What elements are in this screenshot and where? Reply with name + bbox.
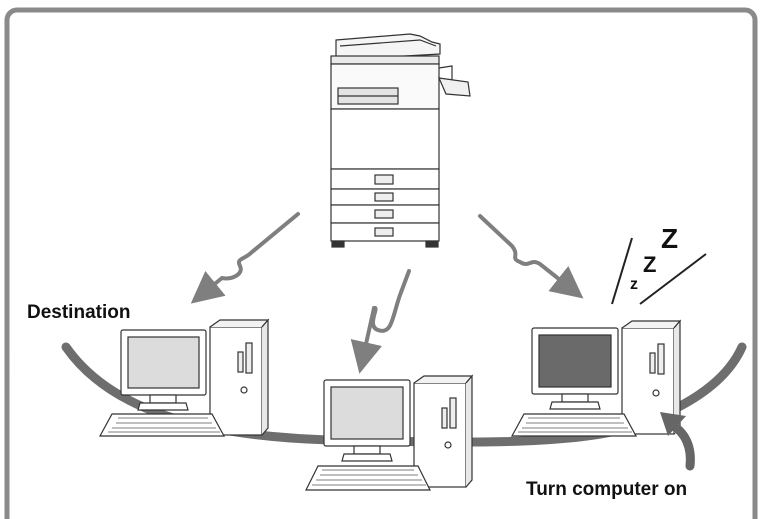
computer-icon <box>100 320 268 436</box>
destination-label: Destination <box>27 302 130 324</box>
computer-icon <box>512 321 680 436</box>
computer-icon <box>306 376 472 490</box>
sleep-letter-large: Z <box>661 223 678 254</box>
turn-computer-on-label: Turn computer on <box>526 479 687 501</box>
sleep-letter-small: z <box>630 276 638 293</box>
sleep-letter-mid: Z <box>643 252 656 277</box>
